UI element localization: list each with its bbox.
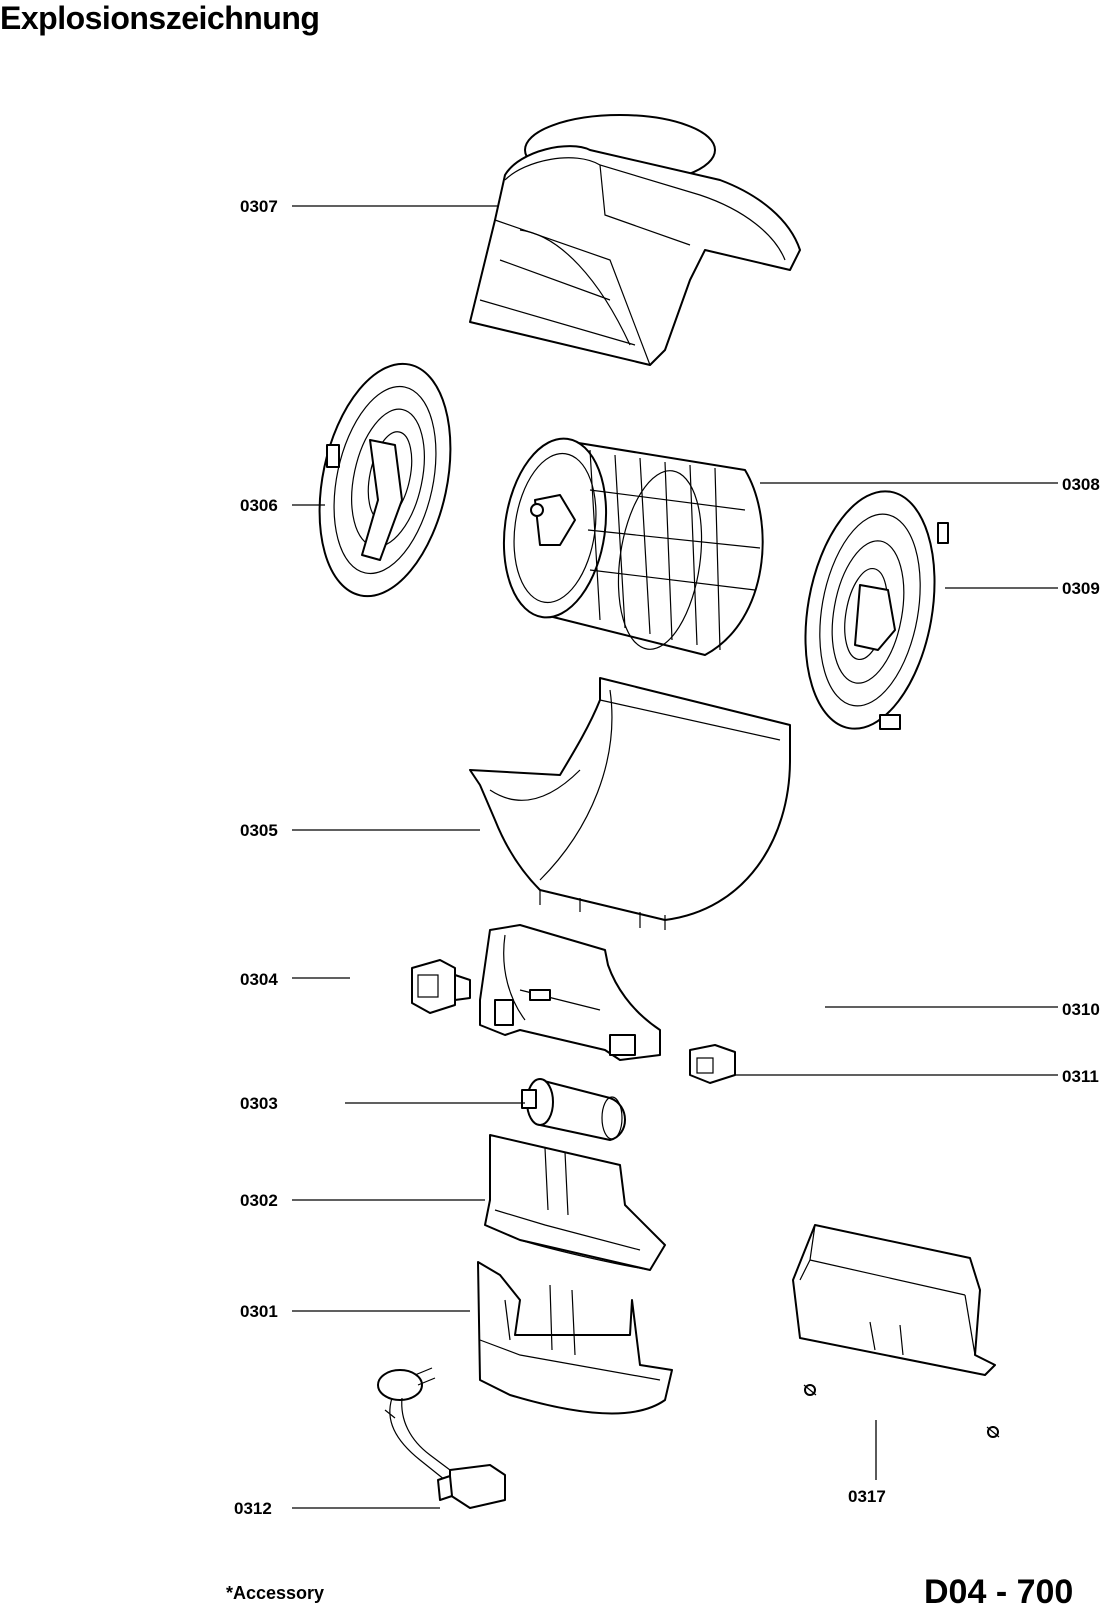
callout-0310: 0310 [1062, 1000, 1100, 1019]
part-0308-fan-wheel [502, 437, 764, 656]
page-title: Explosionszeichnung [0, 0, 320, 36]
leader-lines [292, 205, 1058, 1509]
callout-0302: 0302 [240, 1191, 278, 1210]
callout-0317: 0317 [848, 1487, 886, 1506]
part-0311-small-connector [689, 1044, 736, 1084]
part-0317-mounting-bracket [792, 1224, 1000, 1438]
callout-0301: 0301 [240, 1302, 278, 1321]
accessory-note: *Accessory [226, 1583, 325, 1603]
callout-0304: 0304 [240, 970, 278, 989]
part-0310-motor-bracket [479, 924, 661, 1061]
callout-0312: 0312 [234, 1499, 272, 1518]
part-0312-power-cord [377, 1367, 506, 1509]
callout-0308: 0308 [1062, 475, 1100, 494]
part-0302-cover-plate [484, 1134, 666, 1271]
part-0305-lower-housing [469, 677, 791, 930]
part-0307-top-housing [469, 114, 801, 366]
drawing-code: D04 - 700 [924, 1573, 1074, 1611]
callout-0309: 0309 [1062, 579, 1100, 598]
part-0309-right-side-cover [804, 490, 949, 730]
callout-0305: 0305 [240, 821, 278, 840]
callout-0303: 0303 [240, 1094, 278, 1113]
part-0304-connector-block [411, 959, 471, 1014]
callout-0311: 0311 [1062, 1067, 1099, 1086]
part-0301-base-tray [477, 1261, 673, 1415]
callout-0306: 0306 [240, 496, 278, 515]
part-0303-capacitor [521, 1078, 626, 1141]
callout-0307: 0307 [240, 197, 278, 216]
part-0306-left-side-cover [318, 362, 452, 598]
callout-labels: 0307 0306 0308 0309 0305 0304 0310 0311 … [234, 197, 1100, 1518]
